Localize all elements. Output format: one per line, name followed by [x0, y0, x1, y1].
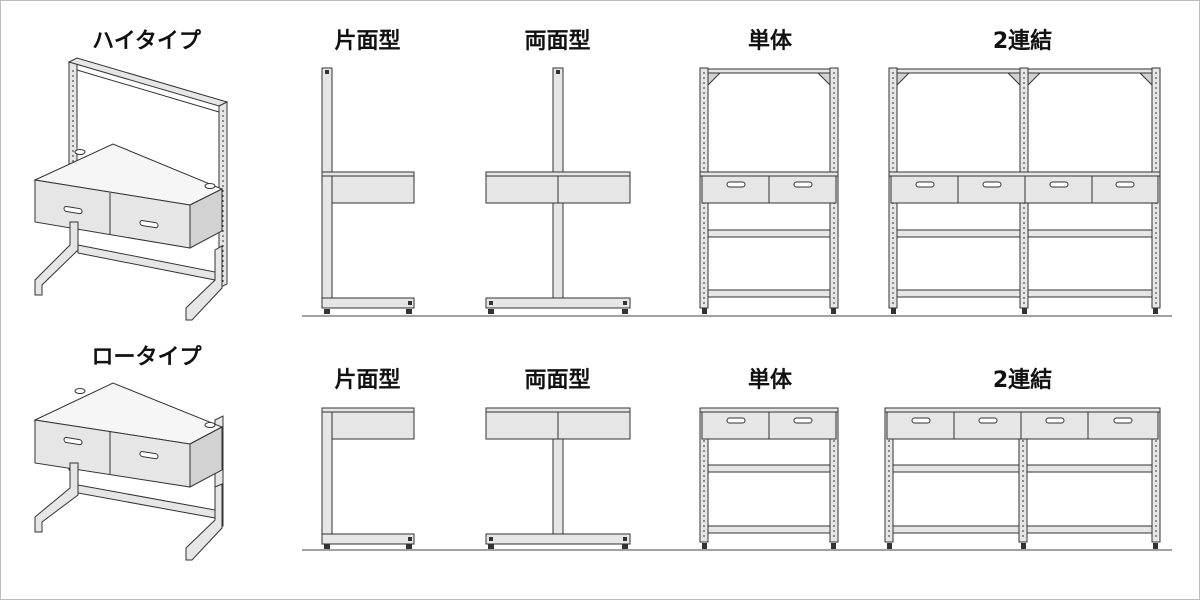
high-double-sided-label: 両面型 — [524, 29, 591, 54]
low-iso-crossbar — [77, 484, 216, 519]
high-ss-desk-top — [321, 171, 415, 177]
low-ds-foot — [485, 533, 631, 545]
low-ss-post — [321, 407, 333, 543]
high-tl-drawer-4 — [1091, 175, 1159, 204]
high-ss-post — [321, 67, 333, 309]
low-type-label: ロータイプ — [91, 345, 202, 370]
high-iso-top-bar — [67, 57, 229, 107]
low-ss-desk-top — [321, 407, 415, 413]
high-ss-foot — [321, 297, 415, 309]
low-su-desk-top — [699, 407, 839, 413]
high-ds-desk-top — [485, 171, 631, 177]
low-su-drawer-left — [701, 411, 770, 440]
high-tl-drawer-1 — [890, 175, 959, 204]
high-iso-right-leg — [185, 245, 223, 321]
high-su-drawer-left — [701, 175, 770, 204]
low-tl-drawer-4 — [1087, 411, 1159, 440]
high-type-isometric-desk — [33, 57, 229, 321]
low-ds-desk-top — [485, 407, 631, 413]
high-ds-foot — [485, 297, 631, 309]
low-iso-desk-side — [189, 426, 223, 488]
low-tl-drawer-2 — [953, 411, 1022, 440]
low-iso-left-leg — [34, 462, 79, 533]
low-tl-desk-top — [884, 407, 1161, 413]
high-single-unit-front-view — [699, 67, 839, 314]
low-two-linked-front-view — [884, 407, 1161, 549]
high-tl-desk-top — [888, 171, 1161, 177]
high-su-handle-left — [726, 181, 746, 188]
high-tl-drawer-2 — [957, 175, 1026, 204]
high-ss-drawer — [331, 175, 415, 204]
high-two-linked-front-view — [888, 67, 1161, 314]
high-iso-handle-left — [63, 205, 83, 215]
low-tl-drawer-1 — [886, 411, 955, 440]
low-su-crossbar — [707, 464, 831, 473]
high-iso-handle-right — [139, 220, 159, 229]
high-iso-crossbar — [77, 244, 216, 281]
low-type-isometric-desk — [33, 382, 224, 561]
high-su-drawer-right — [768, 175, 837, 204]
low-double-sided-side-view — [485, 407, 631, 549]
high-su-desk-top — [699, 171, 839, 177]
low-iso-handle-left — [63, 436, 83, 446]
high-double-sided-side-view — [485, 67, 631, 314]
high-tl-top-bar-right — [1027, 68, 1153, 74]
high-su-bracket-right — [816, 72, 831, 87]
low-iso-grommet-right — [204, 422, 216, 428]
high-su-crossbar — [707, 229, 831, 238]
low-single-unit-front-view — [699, 407, 839, 549]
low-iso-handle-right — [139, 451, 159, 460]
high-iso-grommet-left — [74, 149, 86, 155]
high-iso-grommet-right — [204, 183, 216, 189]
high-two-linked-label: 2連結 — [992, 29, 1053, 54]
high-tl-drawer-3 — [1024, 175, 1093, 204]
low-single-sided-label: 片面型 — [334, 368, 401, 393]
low-su-drawer-right — [768, 411, 837, 440]
high-su-handle-right — [793, 181, 813, 188]
low-iso-right-leg — [185, 483, 223, 561]
low-two-linked-label: 2連結 — [992, 368, 1053, 393]
low-tl-drawer-3 — [1020, 411, 1089, 440]
high-single-sided-side-view — [321, 67, 415, 314]
high-su-top-bar — [707, 68, 831, 74]
high-tl-crossbar-right — [1027, 229, 1153, 238]
high-single-unit-label: 単体 — [747, 29, 792, 54]
high-type-label: ハイタイプ — [92, 29, 201, 54]
low-tl-crossbar-left — [892, 464, 1020, 473]
high-su-bracket-left — [707, 72, 722, 87]
low-iso-grommet-left — [74, 388, 86, 394]
low-ss-foot — [321, 533, 415, 545]
high-iso-left-leg — [34, 221, 79, 296]
high-iso-desk-side — [189, 188, 223, 249]
high-single-sided-label: 片面型 — [334, 29, 401, 54]
high-su-lower-bar — [707, 289, 831, 298]
low-double-sided-label: 両面型 — [524, 368, 591, 393]
low-ss-drawer — [331, 411, 415, 440]
low-tl-crossbar-right — [1026, 464, 1153, 473]
high-tl-top-bar-left — [896, 68, 1021, 74]
low-single-sided-side-view — [321, 407, 415, 549]
low-single-unit-label: 単体 — [747, 368, 792, 393]
high-tl-crossbar-left — [896, 229, 1021, 238]
low-su-lower-bar — [707, 525, 831, 534]
